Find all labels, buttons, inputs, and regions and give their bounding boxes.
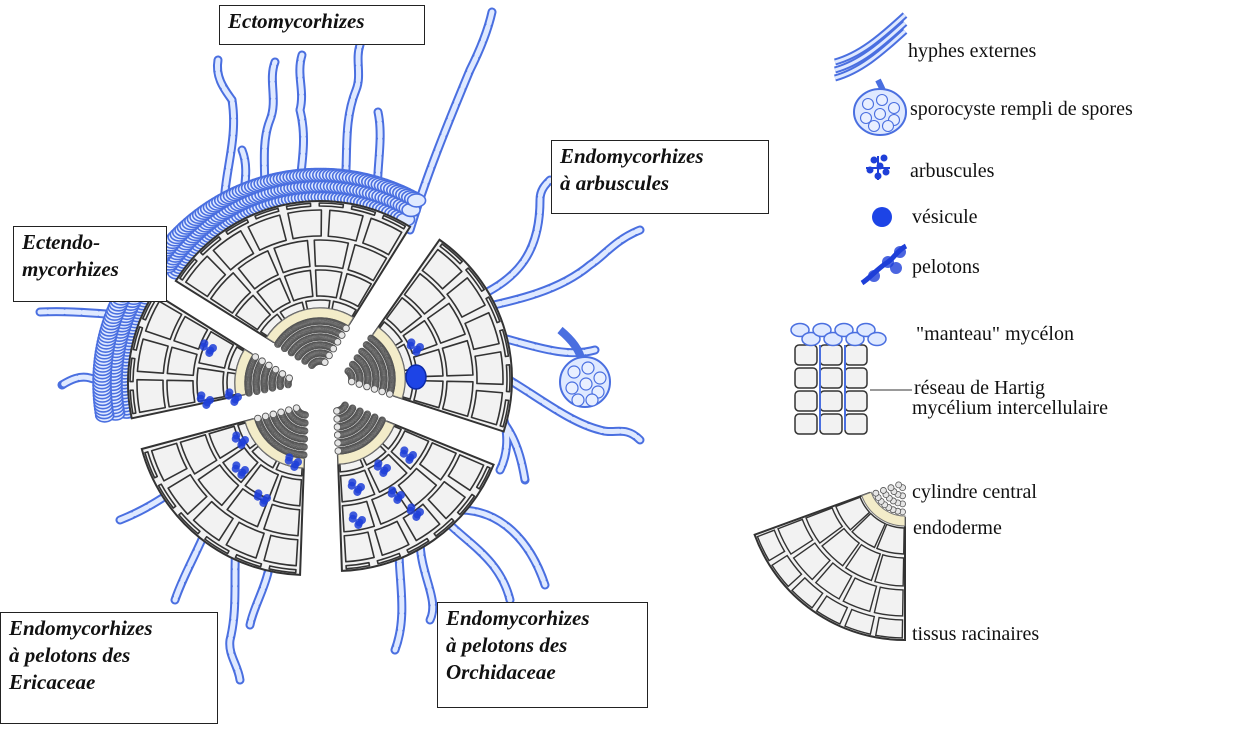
orchidaceae-line2: à pelotons des: [446, 632, 639, 659]
arbuscules-line2: à arbuscules: [560, 170, 760, 197]
legend-tissue-piece: [755, 482, 906, 640]
legend-arbuscules: arbuscules: [910, 160, 994, 182]
sporangium: [560, 330, 610, 407]
label-endomycorhizes-arbuscules: Endomycorhizes à arbuscules: [551, 140, 769, 214]
legend-manteau: "manteau" mycélon: [916, 323, 1074, 345]
legend-tissus: tissus racinaires: [912, 623, 1039, 645]
legend-cylindre: cylindre central: [912, 481, 1037, 503]
legend-mantle-piece: [791, 324, 912, 435]
label-ectomycorhizes-text: Ectomycorhizes: [228, 9, 365, 33]
legend-sporocyste: sporocyste rempli de spores: [910, 98, 1133, 120]
legend-hartig-2: mycélium intercellulaire: [912, 397, 1108, 419]
legend-hartig-1: réseau de Hartig: [914, 377, 1045, 399]
root-sector: [372, 240, 512, 432]
legend-pelotons: pelotons: [912, 256, 980, 278]
legend-hyphes: hyphes externes: [908, 40, 1036, 62]
ericaceae-line1: Endomycorhizes: [9, 615, 209, 642]
legend-icons: [755, 15, 912, 640]
label-endomycorhizes-orchidaceae: Endomycorhizes à pelotons des Orchidacea…: [437, 602, 648, 708]
arbuscules-line1: Endomycorhizes: [560, 143, 760, 170]
orchidaceae-line1: Endomycorhizes: [446, 605, 639, 632]
ectendo-line1: Ectendo-: [22, 229, 158, 256]
label-ectendomycorhizes: Ectendo- mycorhizes: [13, 226, 167, 302]
legend-endoderme: endoderme: [913, 517, 1002, 539]
ectendo-line2: mycorhizes: [22, 256, 158, 283]
legend-vesicule: vésicule: [912, 206, 978, 228]
label-ectomycorhizes: Ectomycorhizes: [219, 5, 425, 45]
ericaceae-line3: Ericaceae: [9, 669, 209, 696]
ericaceae-line2: à pelotons des: [9, 642, 209, 669]
orchidaceae-line3: Orchidaceae: [446, 659, 639, 686]
label-endomycorhizes-ericaceae: Endomycorhizes à pelotons des Ericaceae: [0, 612, 218, 724]
